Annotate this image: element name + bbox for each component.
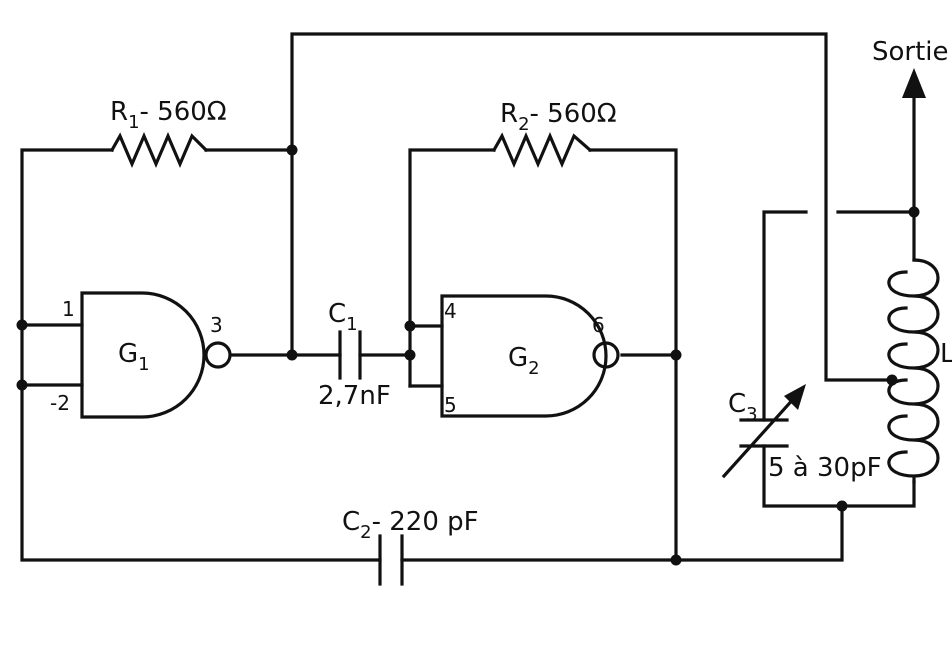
g1-pin-3: 3 — [210, 313, 223, 337]
wire-bottom-right — [674, 504, 844, 562]
capacitor-c1 — [338, 330, 362, 380]
junction-dot — [286, 349, 298, 361]
wire-r2-left — [408, 148, 496, 328]
inductor-coil — [887, 258, 940, 484]
g2-pin-5: 5 — [444, 393, 457, 417]
wire-r2-right — [588, 148, 678, 562]
junction-dot — [670, 349, 682, 361]
junctions — [16, 144, 920, 566]
nand-gate-g1 — [80, 291, 232, 419]
junction-dot — [404, 320, 416, 332]
junction-dot — [16, 379, 28, 391]
r1-label: R1- 560Ω — [110, 97, 227, 133]
junction-dot — [16, 319, 28, 331]
junction-dot — [286, 144, 298, 156]
c2-label: C2- 220 pF — [342, 507, 479, 543]
junction-dot — [404, 349, 416, 361]
c3-label: C3 — [728, 389, 758, 425]
g2-pin-4: 4 — [444, 299, 457, 323]
wire-left-bus — [20, 323, 382, 562]
g2-label: G2 — [508, 343, 540, 379]
wires — [20, 32, 916, 562]
junction-dot — [908, 206, 920, 218]
resistor-r2 — [491, 131, 593, 169]
output-arrow — [902, 68, 926, 98]
capacitor-c2 — [378, 534, 404, 586]
c1-value: 2,7nF — [318, 381, 391, 411]
junction-dot — [836, 500, 848, 512]
capacitor-c3-variable — [721, 384, 806, 479]
g1-label: G1 — [118, 339, 150, 375]
r2-label: R2- 560Ω — [500, 99, 617, 135]
c1-label: C1 — [328, 299, 358, 335]
wire-top-feedback — [290, 32, 894, 382]
resistor-r1 — [109, 131, 209, 169]
wire-r1-left — [20, 148, 114, 327]
output-label: Sortie — [872, 37, 949, 67]
g2-pin-6: 6 — [592, 313, 605, 337]
c3-value: 5 à 30pF — [768, 453, 882, 483]
inductor-label: L — [940, 339, 952, 369]
g1-pin-2: -2 — [50, 391, 70, 415]
g1-pin-1: 1 — [62, 297, 75, 321]
wire-tank-top-left — [762, 210, 808, 422]
junction-dot — [670, 554, 682, 566]
nand-gate-g2 — [440, 294, 620, 418]
